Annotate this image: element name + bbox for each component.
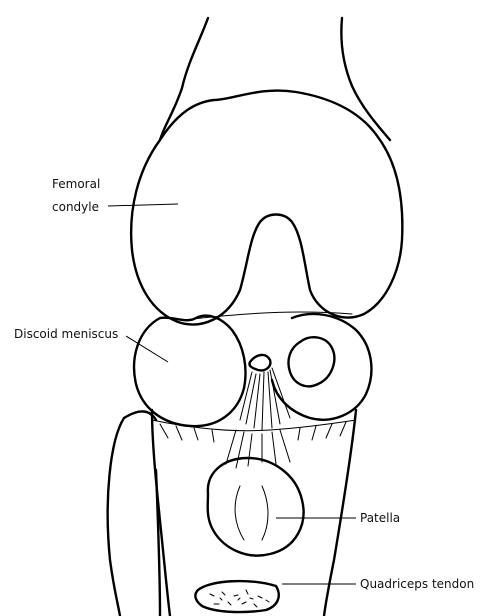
lateral-meniscus bbox=[272, 314, 371, 420]
ligament-attachment bbox=[249, 355, 270, 370]
patella-ridge-left bbox=[235, 486, 244, 540]
fibula-inner-edge bbox=[156, 470, 160, 616]
tibia bbox=[152, 410, 356, 616]
quadriceps-tendon bbox=[195, 581, 278, 612]
quadriceps-tendon-outline bbox=[195, 581, 278, 612]
tibia-left-edge bbox=[152, 410, 170, 616]
patella-ridge-right bbox=[262, 486, 268, 540]
tibia-right-edge bbox=[324, 410, 356, 616]
leader-femoral-condyle bbox=[108, 204, 178, 206]
label-discoid-meniscus: Discoid meniscus bbox=[14, 327, 118, 341]
label-quadriceps-tendon: Quadriceps tendon bbox=[360, 577, 474, 591]
femoral-condyle-outline bbox=[131, 91, 402, 325]
label-femoral-line2: condyle bbox=[52, 200, 99, 214]
femur bbox=[160, 18, 390, 140]
discoid-meniscus bbox=[134, 316, 245, 427]
label-patella: Patella bbox=[360, 511, 400, 525]
label-femoral-line1: Femoral bbox=[52, 177, 100, 191]
cruciate-ligament bbox=[226, 355, 290, 468]
fibula-outline bbox=[108, 411, 156, 616]
femur-shaft-left-edge bbox=[160, 18, 208, 140]
patella bbox=[208, 458, 304, 556]
leader-discoid-meniscus bbox=[126, 336, 168, 362]
